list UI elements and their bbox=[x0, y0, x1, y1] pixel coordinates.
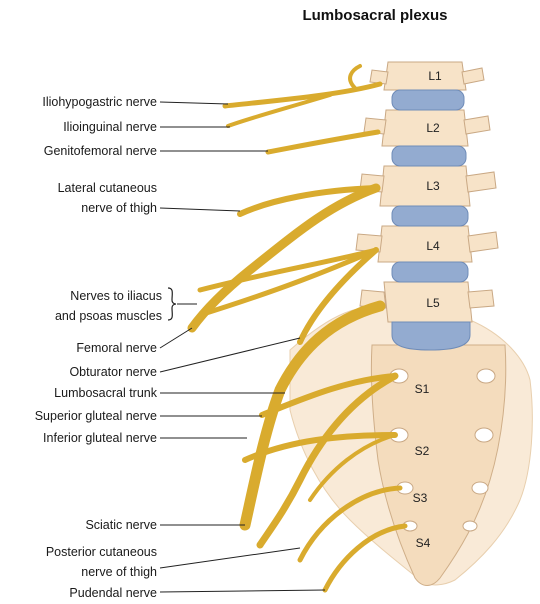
disc-l3-l4 bbox=[391, 205, 469, 227]
label-posterior-cutaneous-line1: Posterior cutaneous bbox=[46, 545, 157, 559]
vertebra-l1 bbox=[369, 61, 485, 91]
label-posterior-cutaneous-line2: nerve of thigh bbox=[81, 565, 157, 579]
disc-l4-l5 bbox=[391, 261, 469, 283]
vertebra-label-l4: L4 bbox=[426, 239, 440, 253]
label-lateral-cutaneous-line1: Lateral cutaneous bbox=[58, 181, 157, 195]
label-iliacus-psoas-line1: Nerves to iliacus bbox=[70, 289, 162, 303]
vertebra-label-l5: L5 bbox=[426, 296, 440, 310]
sacral-label-s4: S4 bbox=[416, 536, 431, 550]
bracket bbox=[167, 287, 177, 321]
leader-lines bbox=[159, 101, 326, 593]
label-ilioinguinal-nerve: Ilioinguinal nerve bbox=[63, 120, 157, 134]
sacral-label-s2: S2 bbox=[415, 444, 430, 458]
label-superior-gluteal-nerve: Superior gluteal nerve bbox=[35, 409, 157, 423]
label-inferior-gluteal-nerve: Inferior gluteal nerve bbox=[43, 431, 157, 445]
label-obturator-nerve: Obturator nerve bbox=[69, 365, 157, 379]
disc-l1-l2 bbox=[391, 89, 465, 111]
label-pudendal-nerve: Pudendal nerve bbox=[69, 586, 157, 600]
label-lumbosacral-trunk: Lumbosacral trunk bbox=[54, 386, 158, 400]
vertebra-label-l3: L3 bbox=[426, 179, 440, 193]
disc-l2-l3 bbox=[391, 145, 467, 167]
label-lateral-cutaneous-line2: nerve of thigh bbox=[81, 201, 157, 215]
label-iliohypogastric-nerve: Iliohypogastric nerve bbox=[42, 95, 157, 109]
sacral-label-s1: S1 bbox=[415, 382, 430, 396]
label-femoral-nerve: Femoral nerve bbox=[76, 341, 157, 355]
vertebra-l5 bbox=[359, 281, 495, 323]
sacral-label-s3: S3 bbox=[413, 491, 428, 505]
nerve-network bbox=[187, 64, 408, 593]
disc-l5-s1 bbox=[391, 321, 471, 351]
figure-title: Lumbosacral plexus bbox=[302, 7, 447, 24]
vertebra-label-l2: L2 bbox=[426, 121, 440, 135]
label-sciatic-nerve: Sciatic nerve bbox=[85, 518, 157, 532]
vertebra-label-l1: L1 bbox=[428, 69, 442, 83]
label-genitofemoral-nerve: Genitofemoral nerve bbox=[44, 144, 157, 158]
label-iliacus-psoas-line2: and psoas muscles bbox=[55, 309, 162, 323]
